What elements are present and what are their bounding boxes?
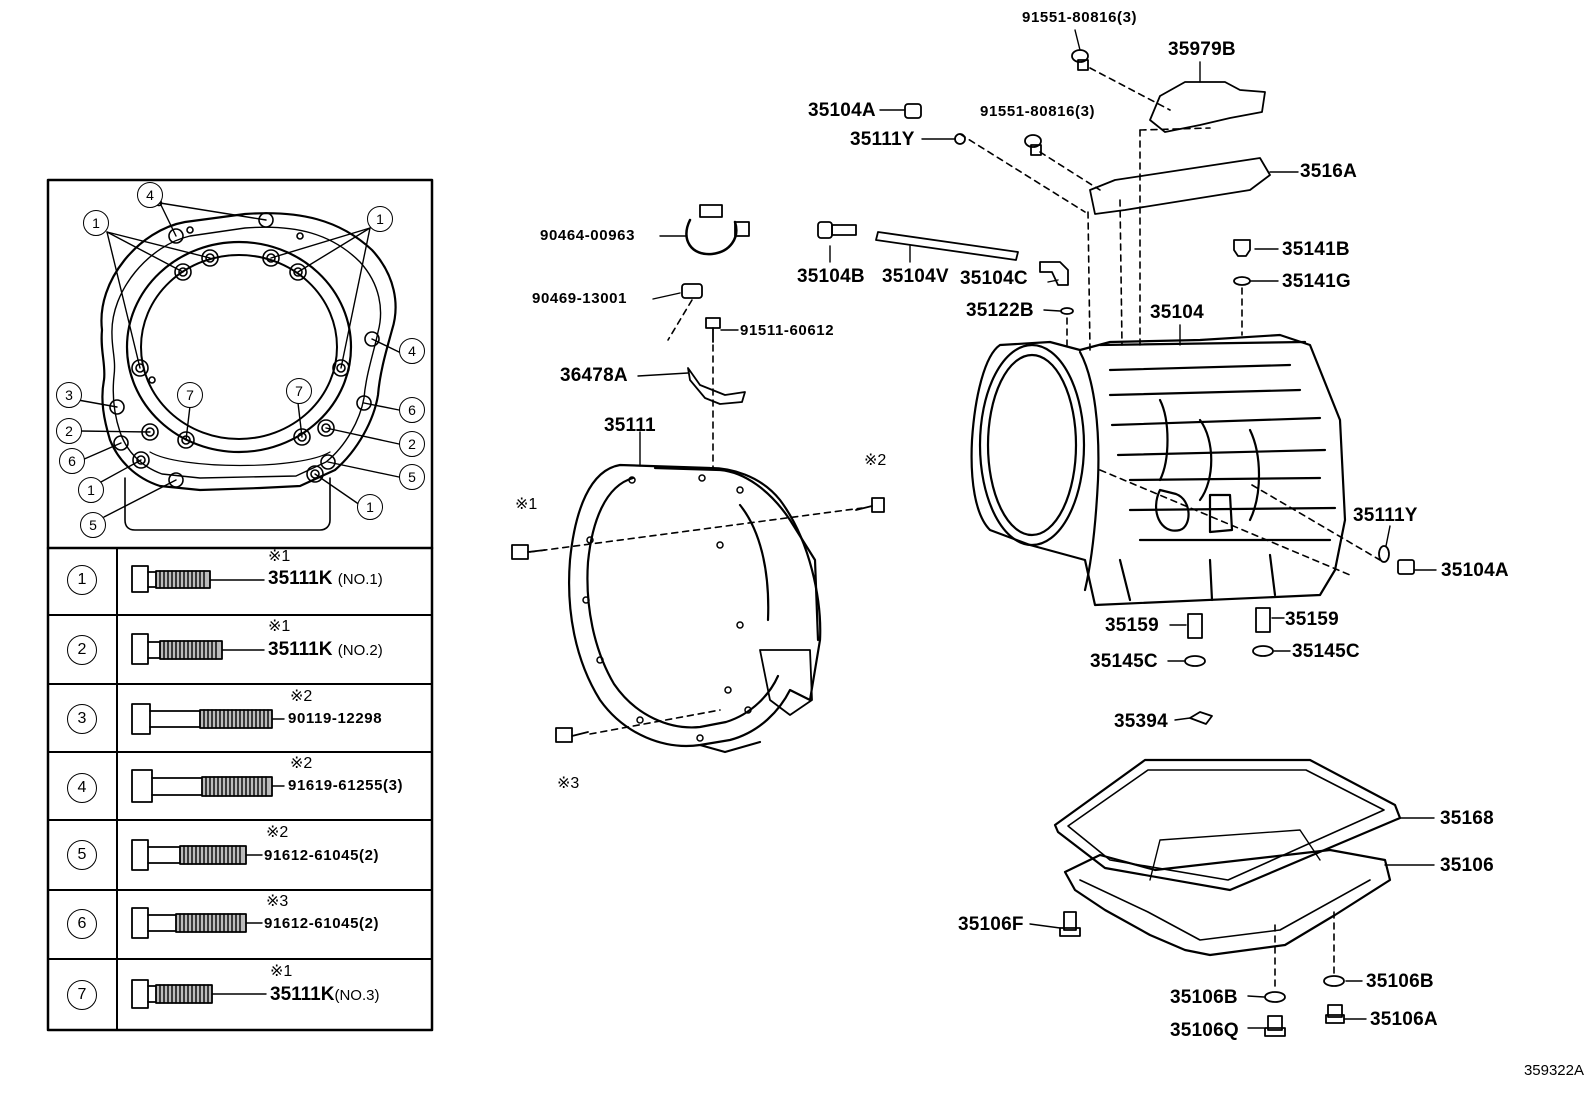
- label-35141B: 35141B: [1282, 239, 1350, 260]
- housing-face-drawing: [100, 212, 397, 531]
- label-35106Q: 35106Q: [1170, 1020, 1239, 1041]
- label-35111: 35111: [604, 415, 656, 436]
- label-35111Y-right: 35111Y: [1353, 505, 1418, 526]
- label-35159-right: 35159: [1285, 609, 1339, 630]
- mark-2-housing: ※2: [864, 452, 887, 469]
- label-91551-80816-top: 91551-80816(3): [1022, 9, 1138, 26]
- table-row-5-part: 91612-61045(2): [264, 847, 380, 864]
- oil-pan-35106: [1063, 829, 1392, 957]
- label-90469-13001: 90469-13001: [532, 290, 628, 307]
- table-row-5-num: 5: [67, 840, 97, 870]
- table-row-7-part: 35111K(NO.3): [270, 984, 380, 1005]
- small-parts: [511, 49, 1415, 1037]
- label-3516A: 3516A: [1300, 161, 1357, 182]
- table-bolts: [131, 565, 285, 1009]
- callout-2-right: 2: [399, 431, 425, 457]
- callout-1-lower-left: 1: [78, 477, 104, 503]
- table-row-4-mark: ※2: [290, 755, 313, 772]
- label-35168: 35168: [1440, 808, 1494, 829]
- label-35141G: 35141G: [1282, 271, 1351, 292]
- callout-3: 3: [56, 382, 82, 408]
- bore-inner: [140, 254, 338, 440]
- callout-6-right: 6: [399, 397, 425, 423]
- label-35106F: 35106F: [958, 914, 1024, 935]
- table-row-7-num: 7: [67, 980, 97, 1010]
- label-91511-60612: 91511-60612: [740, 322, 835, 339]
- table-row-2-mark: ※1: [268, 618, 291, 635]
- label-35979B: 35979B: [1168, 39, 1236, 60]
- callout-7-right: 7: [286, 378, 312, 404]
- part-leaders: [637, 29, 1437, 1029]
- table-row-2-num: 2: [67, 635, 97, 665]
- table-row-7-mark: ※1: [270, 963, 293, 980]
- label-35104B: 35104B: [797, 266, 865, 287]
- label-35104A-right: 35104A: [1441, 560, 1509, 581]
- label-35104V: 35104V: [882, 266, 949, 287]
- table-row-5-mark: ※2: [266, 824, 289, 841]
- assembly-dashes: [529, 67, 1381, 991]
- label-36478A: 36478A: [560, 365, 628, 386]
- label-35145C-right: 35145C: [1292, 641, 1360, 662]
- diagram-id: 359322A: [1523, 1062, 1584, 1079]
- label-35104A-top: 35104A: [808, 100, 876, 121]
- callout-1-right: 1: [367, 206, 393, 232]
- label-35106B-left: 35106B: [1170, 987, 1238, 1008]
- table-row-6-part: 91612-61045(2): [264, 915, 380, 932]
- callout-5-right: 5: [399, 464, 425, 490]
- table-row-6-num: 6: [67, 909, 97, 939]
- converter-housing-35111: [567, 463, 822, 754]
- table-row-4-num: 4: [67, 773, 97, 803]
- table-row-6-mark: ※3: [266, 893, 289, 910]
- label-35145C-left: 35145C: [1090, 651, 1158, 672]
- label-35122B: 35122B: [966, 300, 1034, 321]
- callout-7-left: 7: [177, 382, 203, 408]
- table-row-1-num: 1: [67, 565, 97, 595]
- callout-6-left: 6: [59, 448, 85, 474]
- callout-1-left: 1: [83, 210, 109, 236]
- label-35106A: 35106A: [1370, 1009, 1438, 1030]
- oil-pan-gasket-35168: [1053, 758, 1402, 892]
- label-90464-00963: 90464-00963: [540, 227, 636, 244]
- callout-2-left: 2: [56, 418, 82, 444]
- callout-5-left: 5: [80, 512, 106, 538]
- table-row-1-part: 35111K (NO.1): [268, 568, 383, 589]
- label-35104C: 35104C: [960, 268, 1028, 289]
- mark-1-housing: ※1: [515, 496, 538, 513]
- label-91551-80816-mid: 91551-80816(3): [980, 103, 1096, 120]
- bolt-panel-frame: [46, 178, 434, 1032]
- callout-4-top: 4: [137, 182, 163, 208]
- label-35104: 35104: [1150, 302, 1204, 323]
- label-35394: 35394: [1114, 711, 1168, 732]
- table-row-1-mark: ※1: [268, 548, 291, 565]
- label-35111Y-top: 35111Y: [850, 129, 915, 150]
- callout-1-lower-right: 1: [357, 494, 383, 520]
- mark-3-housing: ※3: [557, 775, 580, 792]
- callout-4-right: 4: [399, 338, 425, 364]
- table-row-3-mark: ※2: [290, 688, 313, 705]
- label-35106: 35106: [1440, 855, 1494, 876]
- table-row-3-num: 3: [67, 704, 97, 734]
- label-35106B-right: 35106B: [1366, 971, 1434, 992]
- table-row-2-part: 35111K (NO.2): [268, 639, 383, 660]
- transmission-case-35104: [970, 333, 1347, 607]
- table-row-3-part: 90119-12298: [288, 710, 383, 727]
- table-row-4-part: 91619-61255(3): [288, 777, 404, 794]
- bore-outer: [125, 240, 353, 454]
- label-35159-left: 35159: [1105, 615, 1159, 636]
